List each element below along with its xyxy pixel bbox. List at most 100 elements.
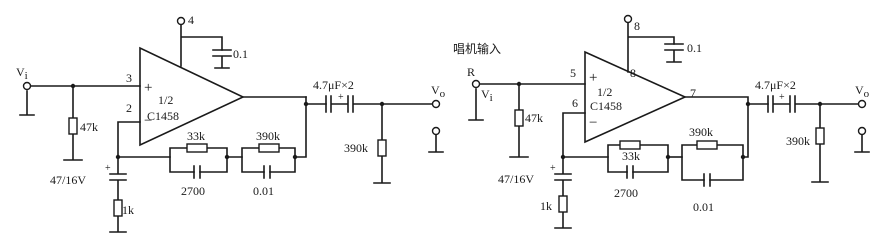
right-pin-out: 7 — [690, 86, 696, 100]
left-pin-plus: 3 — [126, 71, 132, 85]
left-fb-return — [294, 103, 307, 158]
right-r33k-resistor — [619, 140, 641, 150]
right-rout-wire — [811, 103, 829, 183]
right-supply-cap-label: 0.1 — [687, 41, 702, 55]
left-r47k-label: 47k — [80, 120, 98, 134]
left-r47k-resistor — [68, 117, 78, 135]
right-c2700-cap — [626, 165, 634, 179]
right-fb-return — [742, 103, 749, 158]
right-c2700-label: 2700 — [614, 186, 638, 200]
right-c47-label: 4.7μF×2 — [755, 78, 796, 92]
right-c001-label: 0.01 — [693, 200, 714, 214]
left-fb2-frame — [241, 147, 296, 173]
left-supply-pin: 4 — [188, 13, 194, 27]
right-opamp — [584, 50, 687, 144]
right-pin-supply2: 8 — [630, 66, 636, 80]
left-r33k-label: 33k — [187, 129, 205, 143]
right-opamp-name: C1458 — [590, 99, 622, 113]
left-opamp-name: C1458 — [147, 109, 179, 123]
left-r390k-out-resistor — [377, 139, 387, 157]
right-inv-wire — [562, 112, 586, 158]
left-pin-minus: 2 — [126, 101, 132, 115]
left-bot-cap-plus: + — [105, 163, 111, 174]
right-opamp-frac: 1/2 — [597, 85, 612, 99]
left-input-terminal — [22, 81, 32, 91]
right-circuit: 唱机输入 R Vi 47k 5 6 + − 1/2 C1458 8 7 8 0.… — [453, 14, 870, 229]
right-output-label: Vo — [855, 83, 870, 100]
left-inv-wire — [117, 121, 141, 158]
left-output-label: Vo — [431, 83, 446, 100]
left-out-wire-b — [305, 96, 327, 105]
left-supply-wire — [180, 24, 223, 67]
left-c2700-label: 2700 — [181, 184, 205, 198]
left-r390k-fb-label: 390k — [256, 129, 280, 143]
right-supply-pin: 8 — [634, 19, 640, 33]
left-bot-cap-wire — [109, 156, 127, 233]
right-r390k-out-resistor — [815, 127, 825, 145]
left-rout-wire — [373, 103, 391, 184]
left-output-ground — [428, 134, 444, 153]
right-plus-sign: + — [589, 70, 597, 86]
right-out-wire — [684, 96, 769, 105]
left-r47k-wire — [63, 85, 83, 161]
right-r47k-label: 47k — [525, 111, 543, 125]
left-fb1-frame — [169, 147, 228, 173]
right-c47-plus: + — [779, 92, 785, 103]
left-supply-cap — [212, 49, 232, 69]
right-r47k-wire — [509, 83, 529, 158]
left-supply-cap-label: 0.1 — [233, 47, 248, 61]
right-input-ground — [468, 88, 484, 121]
left-output-gnd-terminal — [431, 126, 441, 136]
right-input-terminal — [471, 79, 481, 89]
left-r390k-fb-resistor — [258, 143, 280, 153]
right-title: 唱机输入 — [453, 41, 501, 56]
right-output-terminal — [857, 99, 867, 109]
left-r1k-label: 1k — [122, 203, 134, 217]
left-opamp-frac: 1/2 — [158, 93, 173, 107]
left-c47-plus: + — [338, 92, 344, 103]
right-pin-minus: 6 — [572, 96, 578, 110]
right-bot-cap-label: 47/16V — [498, 172, 534, 186]
right-bot-cap-plus: + — [550, 163, 556, 174]
left-c47-label: 4.7μF×2 — [313, 78, 354, 92]
left-opamp — [139, 46, 245, 147]
right-output-gnd-terminal — [857, 126, 867, 136]
left-circuit: Vi 47k 3 2 + − 1/2 C1458 4 0.1 + 47/16V … — [16, 13, 446, 233]
right-r390k-fb-label: 390k — [689, 125, 713, 139]
right-pin-plus: 5 — [570, 66, 576, 80]
right-r390k-fb-resistor — [696, 140, 718, 150]
right-supply-wire — [627, 22, 675, 73]
left-c2700-cap — [193, 165, 201, 179]
left-plus-sign: + — [144, 80, 152, 96]
left-supply-terminal — [176, 16, 186, 26]
right-fb1-frame — [607, 144, 669, 173]
right-minus-sign: − — [589, 115, 597, 131]
right-r47k-resistor — [514, 109, 524, 127]
left-r33k-resistor — [186, 143, 208, 153]
right-output-ground — [854, 134, 870, 153]
left-output-terminal — [431, 99, 441, 109]
left-c47-caps — [325, 95, 433, 113]
left-c001-cap — [263, 165, 271, 179]
right-bot-cap-wire — [554, 156, 572, 229]
right-supply-cap — [664, 43, 684, 63]
right-c001-cap — [703, 173, 711, 187]
right-supply-terminal — [623, 14, 633, 24]
right-c47-caps — [767, 95, 859, 113]
left-bot-cap-label: 47/16V — [50, 173, 86, 187]
left-input-ground — [19, 90, 35, 116]
left-minus-sign: − — [144, 113, 152, 129]
right-r-label: R — [467, 65, 475, 79]
right-r1k-label: 1k — [540, 199, 552, 213]
left-r1k-resistor — [113, 199, 123, 217]
right-r33k-label: 33k — [622, 149, 640, 163]
right-input-label: Vi — [481, 87, 493, 104]
right-junction-out — [745, 101, 751, 107]
right-r1k-resistor — [558, 195, 568, 213]
left-r390k-out-label: 390k — [344, 141, 368, 155]
right-r390k-out-label: 390k — [786, 134, 810, 148]
left-input-label: Vi — [16, 65, 28, 82]
left-c001-label: 0.01 — [253, 184, 274, 198]
right-fb2-frame — [681, 144, 744, 181]
